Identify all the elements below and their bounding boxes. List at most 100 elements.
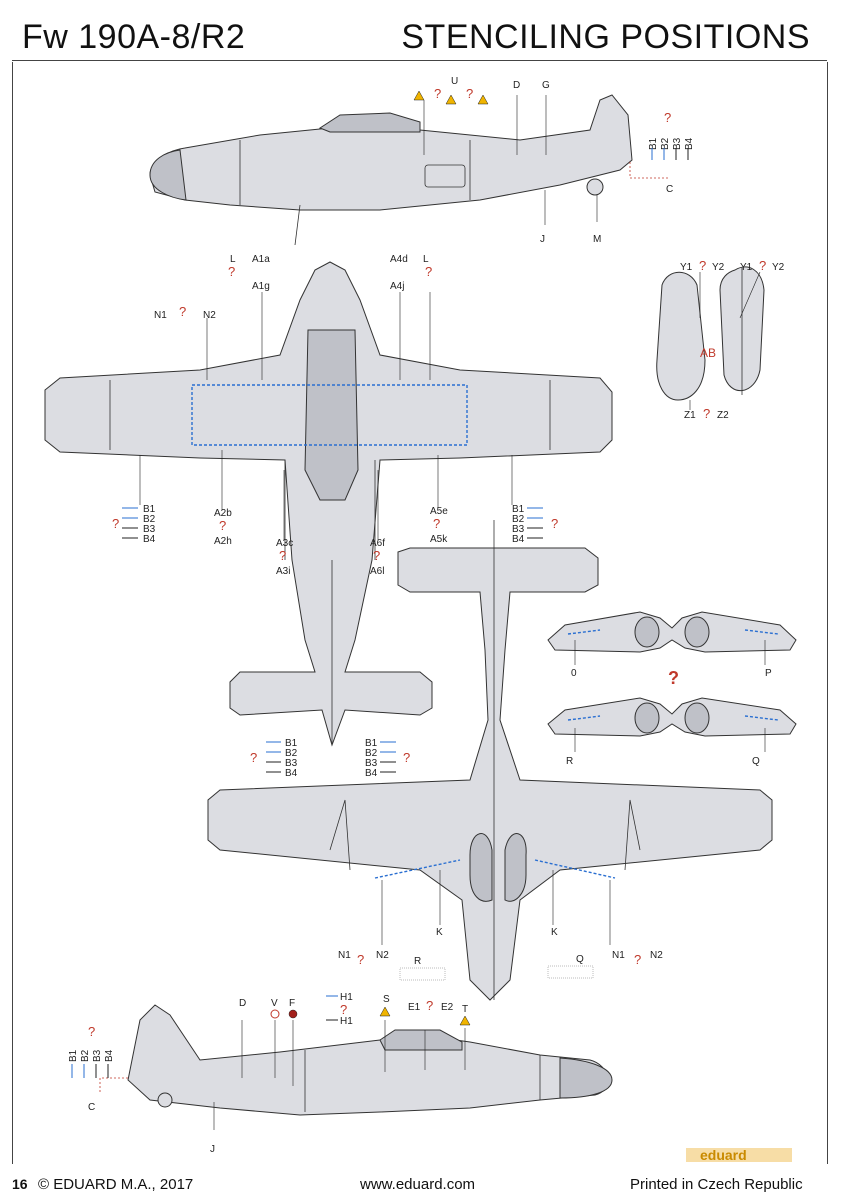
- label-U: U: [451, 76, 458, 87]
- label-B3: B3: [143, 524, 156, 535]
- copyright: © EDUARD M.A., 2017: [38, 1176, 194, 1193]
- label-C: C: [666, 184, 673, 195]
- svg-text:?: ?: [425, 264, 432, 279]
- svg-text:?: ?: [112, 516, 119, 531]
- svg-text:?: ?: [279, 548, 286, 563]
- label-N1-right: N1: [612, 950, 625, 961]
- svg-text:eduard: eduard: [700, 1147, 747, 1163]
- label-V: V: [271, 998, 278, 1009]
- label-B1: B1: [68, 1049, 79, 1062]
- label-A3c: A3c: [276, 538, 293, 549]
- label-B2: B2: [143, 514, 156, 525]
- svg-text:?: ?: [250, 750, 257, 765]
- label-Z1: Z1: [684, 410, 696, 421]
- label-A3i: A3i: [276, 566, 290, 577]
- label-R: R: [566, 756, 573, 767]
- svg-text:?: ?: [219, 518, 226, 533]
- label-K-right: K: [551, 927, 558, 938]
- label-B4: B4: [143, 534, 156, 545]
- label-B3: B3: [285, 758, 298, 769]
- svg-text:?: ?: [664, 110, 671, 125]
- svg-text:?: ?: [551, 516, 558, 531]
- label-A5k: A5k: [430, 534, 448, 545]
- label-A6f: A6f: [370, 538, 385, 549]
- label-F: F: [289, 998, 295, 1009]
- label-J-bottom: J: [210, 1144, 215, 1155]
- cross-marker-icon: [270, 1009, 280, 1019]
- printed-in: Printed in Czech Republic: [630, 1176, 803, 1193]
- warning-triangle-icon: [459, 1015, 471, 1026]
- label-A1a: A1a: [252, 254, 270, 265]
- svg-text:?: ?: [433, 516, 440, 531]
- wheel-wells-lower: [547, 697, 797, 752]
- svg-text:?: ?: [357, 952, 364, 967]
- label-A2b: A2b: [214, 508, 232, 519]
- label-N1-left: N1: [338, 950, 351, 961]
- label-D: D: [513, 80, 520, 91]
- label-A4j: A4j: [390, 281, 404, 292]
- label-Y1b: Y1: [740, 262, 753, 273]
- label-B4: B4: [285, 768, 298, 779]
- label-B2: B2: [365, 748, 378, 759]
- page-frame: [12, 62, 828, 1164]
- bottom-view: [207, 520, 773, 1001]
- section-title: STENCILING POSITIONS: [401, 18, 810, 56]
- warning-triangle-icon: [413, 90, 425, 101]
- page-footer: 16 © EDUARD M.A., 2017 www.eduard.com Pr…: [0, 1168, 842, 1200]
- top-view: [44, 261, 613, 747]
- warning-triangle-icon: [445, 94, 457, 105]
- label-A2h: A2h: [214, 536, 232, 547]
- page-number: 16: [12, 1176, 28, 1192]
- svg-text:?: ?: [340, 1002, 347, 1017]
- drop-tank: [656, 266, 765, 410]
- svg-text:?: ?: [703, 406, 710, 421]
- label-L-right: L: [423, 254, 429, 265]
- red-dot-icon: [288, 1009, 298, 1019]
- label-S: S: [383, 994, 390, 1005]
- svg-text:?: ?: [759, 258, 766, 273]
- label-R-bottom: R: [414, 956, 421, 967]
- label-T: T: [462, 1004, 468, 1015]
- label-G: G: [542, 80, 550, 91]
- header-rule: [12, 60, 827, 61]
- label-H1-top: H1: [340, 992, 353, 1003]
- label-B3: B3: [672, 137, 683, 150]
- label-Y1: Y1: [680, 262, 693, 273]
- label-B1: B1: [285, 738, 298, 749]
- label-B4: B4: [365, 768, 378, 779]
- label-D-bottom: D: [239, 998, 246, 1009]
- svg-text:?: ?: [228, 264, 235, 279]
- label-P: P: [765, 668, 772, 679]
- label-C-bottom: C: [88, 1102, 95, 1113]
- warning-triangle-icon: [379, 1006, 391, 1017]
- label-M: M: [593, 234, 601, 245]
- page-title: Fw 190A-8/R2: [22, 18, 246, 56]
- website-link[interactable]: www.eduard.com: [360, 1176, 476, 1193]
- label-B4: B4: [512, 534, 525, 545]
- label-B2: B2: [660, 137, 671, 150]
- svg-text:?: ?: [434, 86, 441, 101]
- warning-triangle-icon: [477, 94, 489, 105]
- wing-left-stencils: [122, 507, 138, 539]
- label-B1: B1: [143, 504, 156, 515]
- label-B1: B1: [648, 137, 659, 150]
- stencil-text-block: [399, 965, 594, 981]
- label-B3: B3: [92, 1049, 103, 1062]
- label-B4: B4: [104, 1049, 115, 1062]
- svg-text:?: ?: [466, 86, 473, 101]
- label-N2-left: N2: [376, 950, 389, 961]
- label-L: L: [230, 254, 236, 265]
- label-AB: AB: [700, 346, 716, 360]
- label-J: J: [540, 234, 545, 245]
- label-B4: B4: [684, 137, 695, 150]
- svg-text:?: ?: [634, 952, 641, 967]
- label-Y2b: Y2: [772, 262, 785, 273]
- label-Y2: Y2: [712, 262, 725, 273]
- svg-text:?: ?: [373, 548, 380, 563]
- label-A5e: A5e: [430, 506, 448, 517]
- label-N1: N1: [154, 310, 167, 321]
- label-B1: B1: [512, 504, 525, 515]
- label-B1: B1: [365, 738, 378, 749]
- svg-text:?: ?: [426, 998, 433, 1013]
